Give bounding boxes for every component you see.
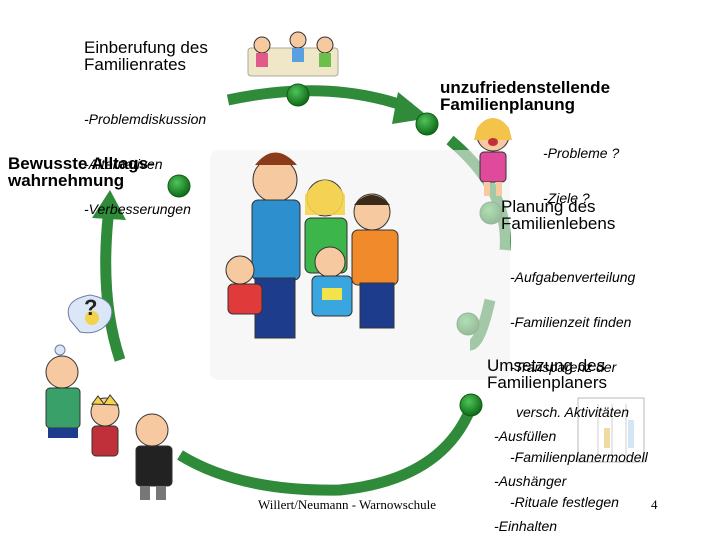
- stage-umsetzung-title: Umsetzung des Familienplaners: [487, 356, 607, 392]
- council-illustration: [247, 31, 339, 77]
- stage-einberufung-item: -Problemdiskussion: [84, 111, 207, 127]
- stage-einberufung-item: -Alternativen: [84, 156, 163, 172]
- stage-alltag-title-line: Bewusste Alltags-: [8, 154, 154, 173]
- stage-unzufrieden-item: -Probleme ?: [543, 145, 620, 161]
- stage-planung-item: versch. Aktivitäten: [516, 404, 630, 420]
- family-illustration: [210, 150, 510, 380]
- stage-alltag-title-line: wahrnehmung: [8, 171, 125, 190]
- node-unzufrieden: [415, 112, 439, 136]
- node-alltag: [167, 174, 191, 198]
- footer-author: Willert/Neumann - Warnowschule: [258, 497, 436, 512]
- footer-page-number: 4: [651, 497, 658, 512]
- node-umsetzung: [459, 393, 483, 417]
- stage-planung-item: -Familienplanermodell: [510, 449, 648, 465]
- stage-planung-item: -Aufgabenverteilung: [510, 269, 636, 285]
- stage-planung-title: Planung des Familienlebens: [501, 197, 616, 233]
- crying-girl-illustration: [474, 118, 512, 196]
- stage-umsetzung-item: -Aushänger: [494, 473, 567, 489]
- question-mark: ?: [84, 295, 98, 320]
- cycle-arrow-top: [226, 85, 412, 114]
- stage-planung-items: -Aufgabenverteilung -Familienzeit finden…: [510, 240, 648, 525]
- stage-unzufrieden-items: -Probleme ? -Ziele ?: [543, 116, 619, 221]
- stage-umsetzung-items: -Ausfüllen -Aushänger -Einhalten: [494, 399, 566, 549]
- cycle-arrow-left: [100, 217, 126, 362]
- stage-umsetzung-item: -Einhalten: [494, 518, 558, 534]
- stage-unzufrieden-title: unzufriedenstellende Familienplanung: [440, 78, 611, 114]
- thinking-illustration: [45, 294, 113, 438]
- node-einberufung: [286, 83, 310, 107]
- stage-einberufung-item: -Verbesserungen: [84, 201, 191, 217]
- stage-umsetzung-item: -Ausfüllen: [494, 428, 557, 444]
- cycle-arrow-bottom: [177, 407, 476, 496]
- stage-einberufung-items: -Problemdiskussion -Alternativen -Verbes…: [84, 82, 206, 232]
- stage-einberufung-title-text: Einberufung des Familienrates: [84, 38, 208, 74]
- stage-unzufrieden-item: -Ziele ?: [543, 190, 590, 206]
- planner-thumbnail: [577, 397, 645, 463]
- stage-einberufung-title: Einberufung des Familienrates: [84, 39, 254, 73]
- stage-planung-item: -Transparenz der: [510, 359, 617, 375]
- stage-alltag-title: Bewusste Alltags- wahrnehmung: [8, 155, 154, 189]
- stage-planung-item: -Familienzeit finden: [510, 314, 632, 330]
- stage-planung-item: -Rituale festlegen: [510, 494, 619, 510]
- cycle-arrow-left-head: [92, 190, 126, 220]
- arguing-kids-illustration: [90, 394, 173, 500]
